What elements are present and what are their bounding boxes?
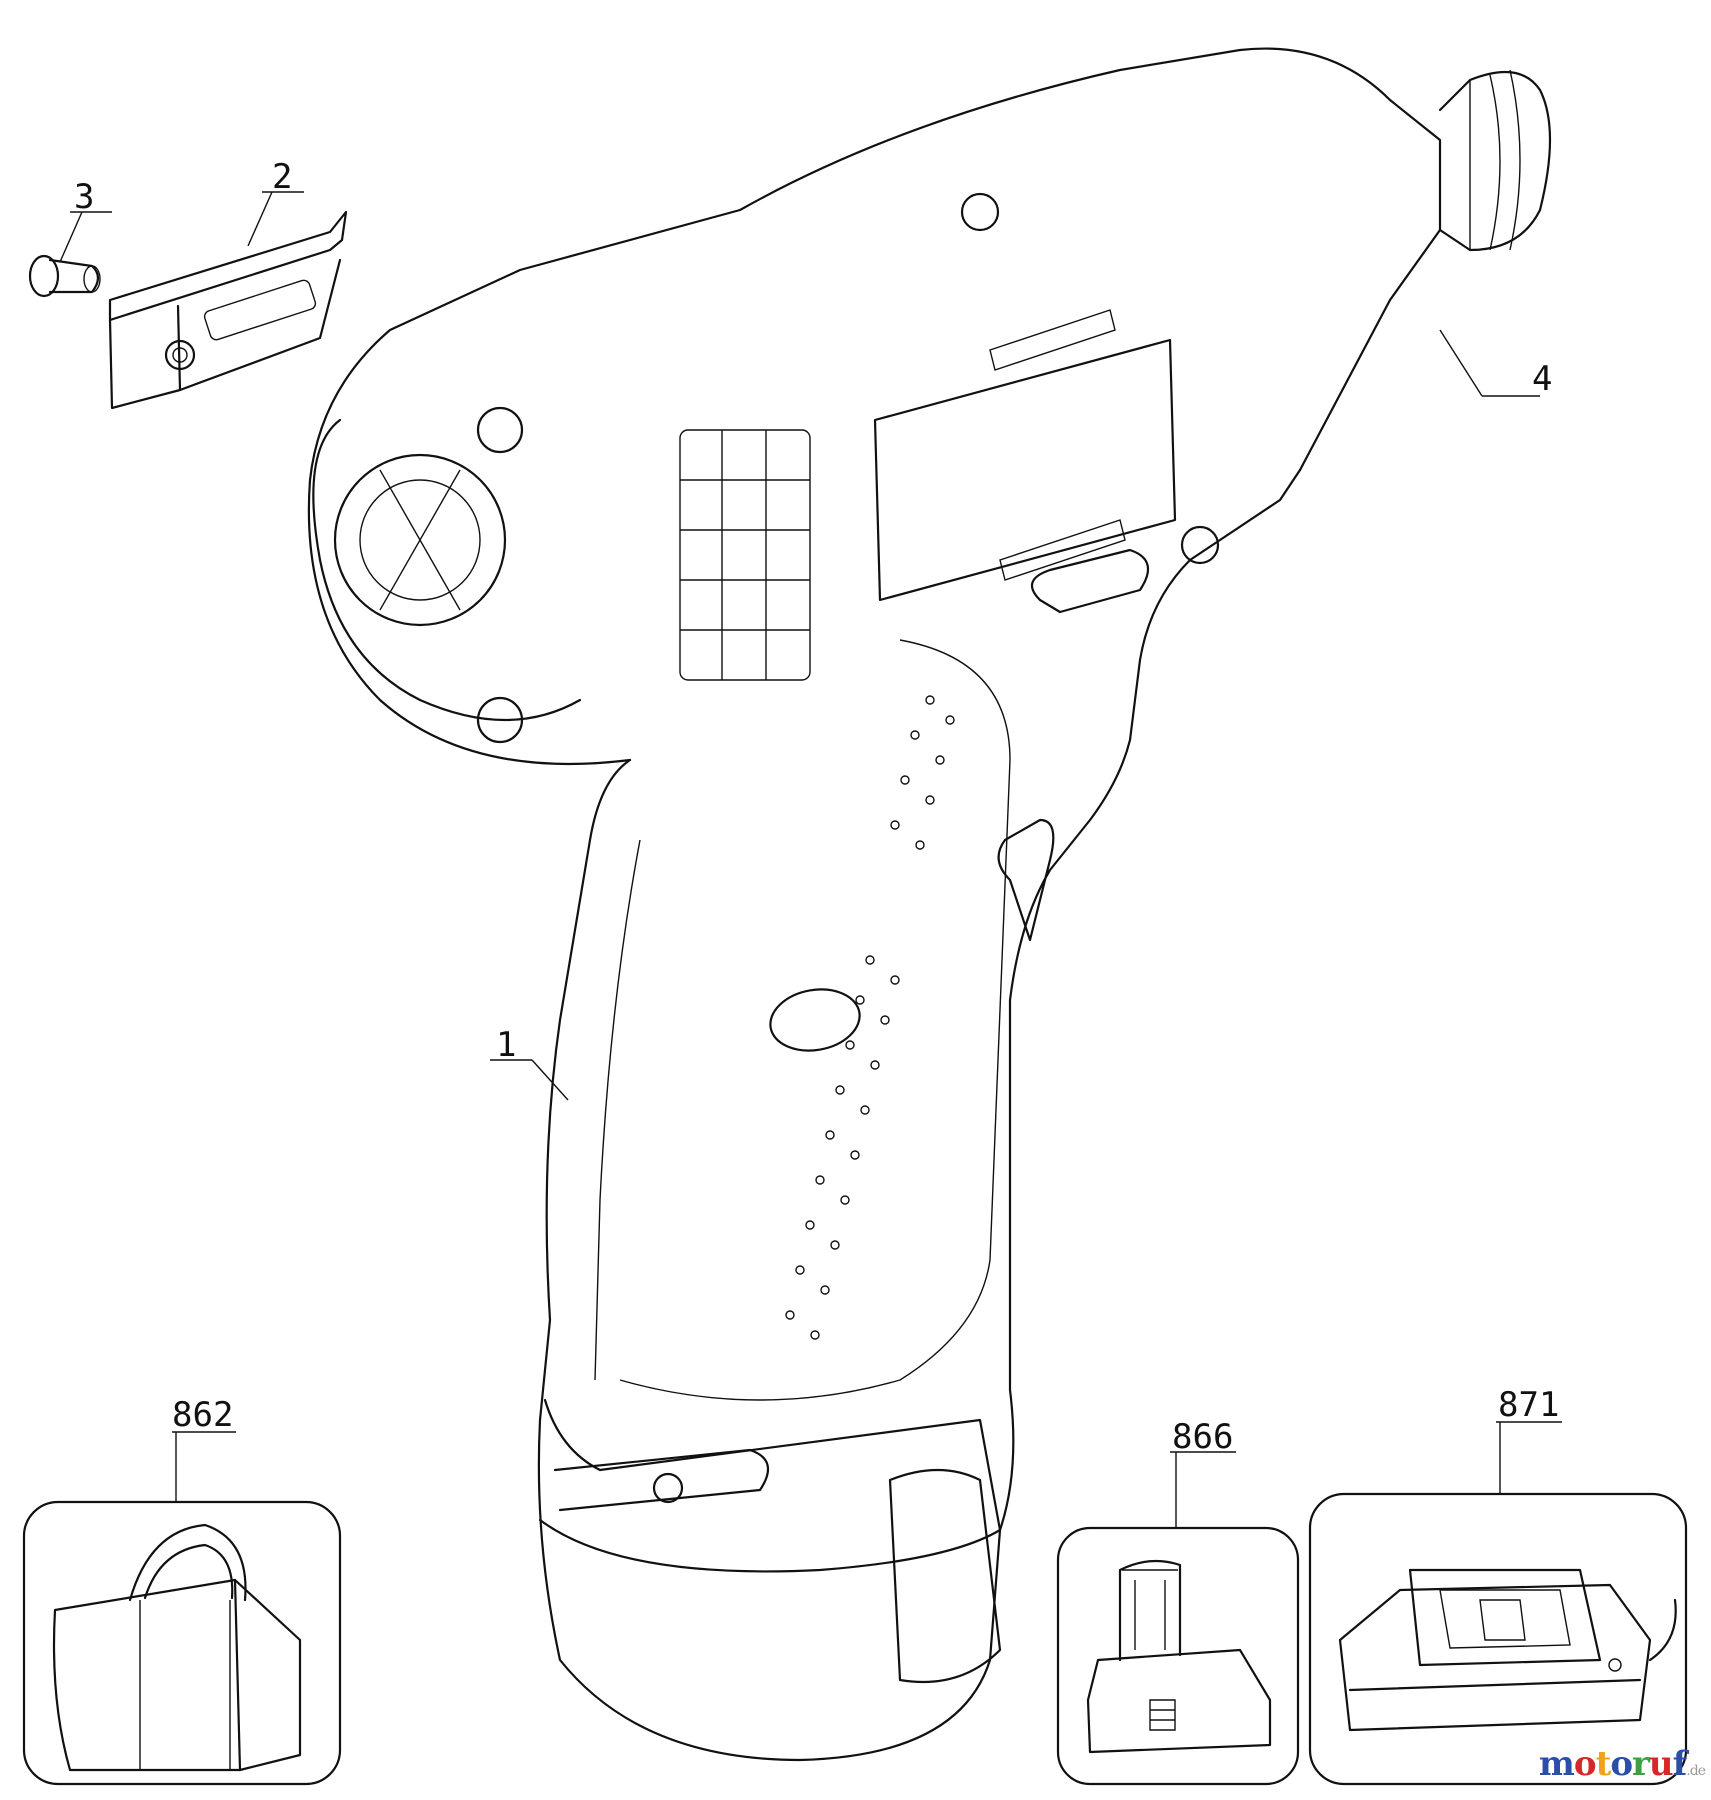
callout-part-4: 4	[1532, 359, 1553, 399]
watermark-letter: o	[1610, 1744, 1633, 1784]
callout-part-1: 1	[496, 1025, 517, 1065]
callout-part-862: 862	[172, 1395, 234, 1435]
part-2-belt-clip	[108, 210, 348, 410]
watermark-letter: t	[1595, 1744, 1612, 1784]
watermark-brand: motoruf	[1538, 1744, 1688, 1784]
watermark-letter: f	[1672, 1744, 1688, 1784]
watermark-letter: m	[1538, 1744, 1575, 1784]
part-866-battery	[1056, 1526, 1300, 1786]
part-862-bag	[22, 1500, 342, 1786]
watermark-letter: u	[1648, 1744, 1674, 1784]
part-3-rivet	[28, 254, 101, 298]
motoruf-watermark: motoruf.de	[1538, 1744, 1706, 1784]
callout-part-3: 3	[74, 177, 95, 217]
callout-part-866: 866	[1172, 1417, 1234, 1457]
watermark-letter: r	[1632, 1744, 1650, 1784]
watermark-letter: o	[1573, 1744, 1597, 1784]
leader-lines	[59, 191, 1562, 1528]
callout-part-2: 2	[272, 157, 293, 197]
watermark-suffix: .de	[1686, 1763, 1706, 1779]
part-1-drill-body	[307, 47, 1552, 1762]
part-871-charger	[1308, 1492, 1688, 1786]
callout-part-871: 871	[1498, 1385, 1560, 1425]
